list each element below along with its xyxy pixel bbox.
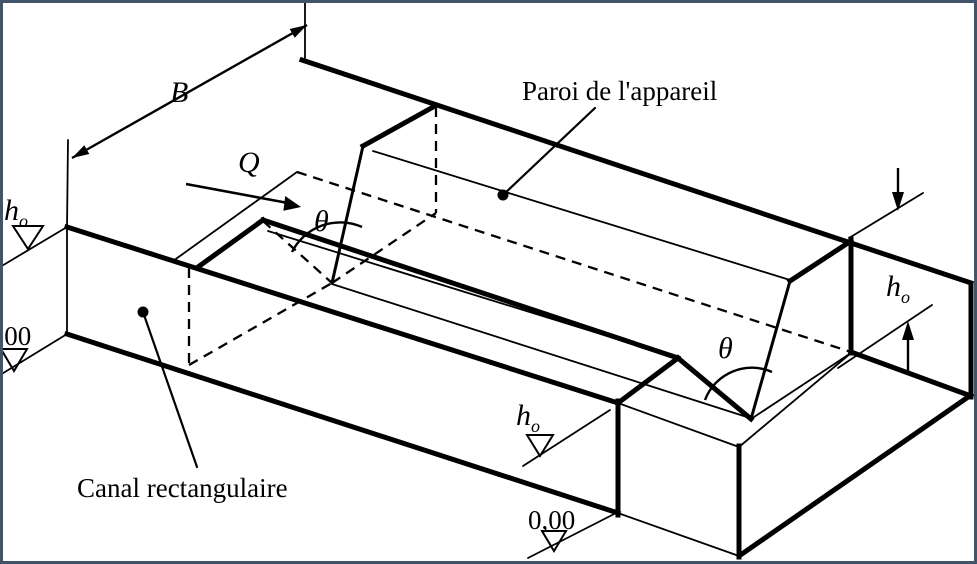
edge-line — [674, 354, 755, 423]
theta-downstream-label: θ — [718, 332, 733, 365]
angle-arc — [290, 221, 363, 253]
datum-line — [527, 511, 619, 559]
edge-line — [786, 237, 855, 285]
channel-callout: Canal rectangulaire — [77, 306, 288, 503]
theta-upstream: θ — [290, 205, 363, 253]
edge-line — [359, 102, 439, 150]
flow-arrow: Q — [185, 146, 301, 211]
hidden-edge-line — [188, 282, 333, 366]
head-right-label: ho — [886, 270, 910, 307]
channel-label: Canal rectangulaire — [77, 473, 288, 503]
arrowhead-icon — [289, 25, 307, 38]
device-wall-label: Paroi de l'appareil — [522, 76, 717, 106]
edge-line — [749, 279, 792, 421]
edge-line — [259, 216, 682, 362]
edge-line — [172, 171, 298, 262]
b-dimension-label: B — [170, 76, 188, 109]
arrowhead-icon — [72, 145, 90, 158]
edge-line — [735, 391, 975, 560]
callout-dot — [137, 306, 149, 318]
device-walls — [194, 56, 975, 423]
b-dimension: B — [66, 0, 308, 228]
leader-line — [141, 310, 199, 469]
head-left-label: ho — [4, 194, 28, 231]
edge-line — [63, 330, 622, 517]
edge-line — [372, 150, 791, 281]
edge-line — [267, 230, 679, 359]
head-center: ho — [516, 399, 611, 467]
datum-left-label: 0,00 — [0, 321, 31, 351]
edge-line — [617, 512, 740, 557]
angle-arc — [703, 366, 773, 401]
edge-line — [614, 354, 682, 407]
edge-line — [738, 352, 852, 448]
dimension-line — [71, 23, 308, 160]
extension-line — [66, 139, 69, 228]
datum-center: 0,00 — [527, 505, 619, 559]
head-center-label: ho — [516, 399, 540, 436]
hidden-edge-line — [262, 220, 333, 284]
crest-line — [848, 192, 924, 239]
arrowhead-icon — [283, 196, 301, 211]
head-right-dimension: ho — [837, 168, 933, 374]
flow-line — [185, 182, 289, 205]
thin-edges — [0, 150, 852, 557]
water-level-icon — [0, 348, 29, 373]
edge-line — [331, 283, 751, 419]
water-level-icon — [525, 434, 555, 458]
hidden-edge-line — [331, 212, 437, 284]
edge-line — [330, 144, 365, 285]
edge-line — [617, 402, 740, 448]
edge-line — [298, 56, 975, 287]
down-arrow-icon — [892, 192, 904, 211]
edge-line — [0, 226, 68, 268]
hidden-edge-line — [296, 170, 852, 354]
flow-label: Q — [238, 146, 260, 179]
channel-outline — [63, 223, 975, 560]
edge-line — [63, 223, 622, 407]
v-notch-edges — [330, 144, 792, 421]
theta-downstream: θ — [703, 332, 773, 401]
edge-line — [194, 216, 267, 271]
hidden-dashed-edges — [187, 107, 852, 366]
water-level-icon — [11, 225, 45, 251]
head-left: ho — [4, 194, 45, 251]
edge-line — [847, 348, 975, 400]
water-level-line — [522, 409, 611, 467]
edge-line — [750, 352, 852, 420]
up-arrow-icon — [902, 321, 914, 340]
callout-dot — [497, 189, 509, 201]
device-wall-callout: Paroi de l'appareil — [497, 76, 717, 201]
theta-upstream-label: θ — [314, 205, 329, 238]
leader-line — [501, 106, 597, 197]
water-level-line — [837, 304, 933, 369]
datum-left: 0,00 — [0, 321, 31, 373]
